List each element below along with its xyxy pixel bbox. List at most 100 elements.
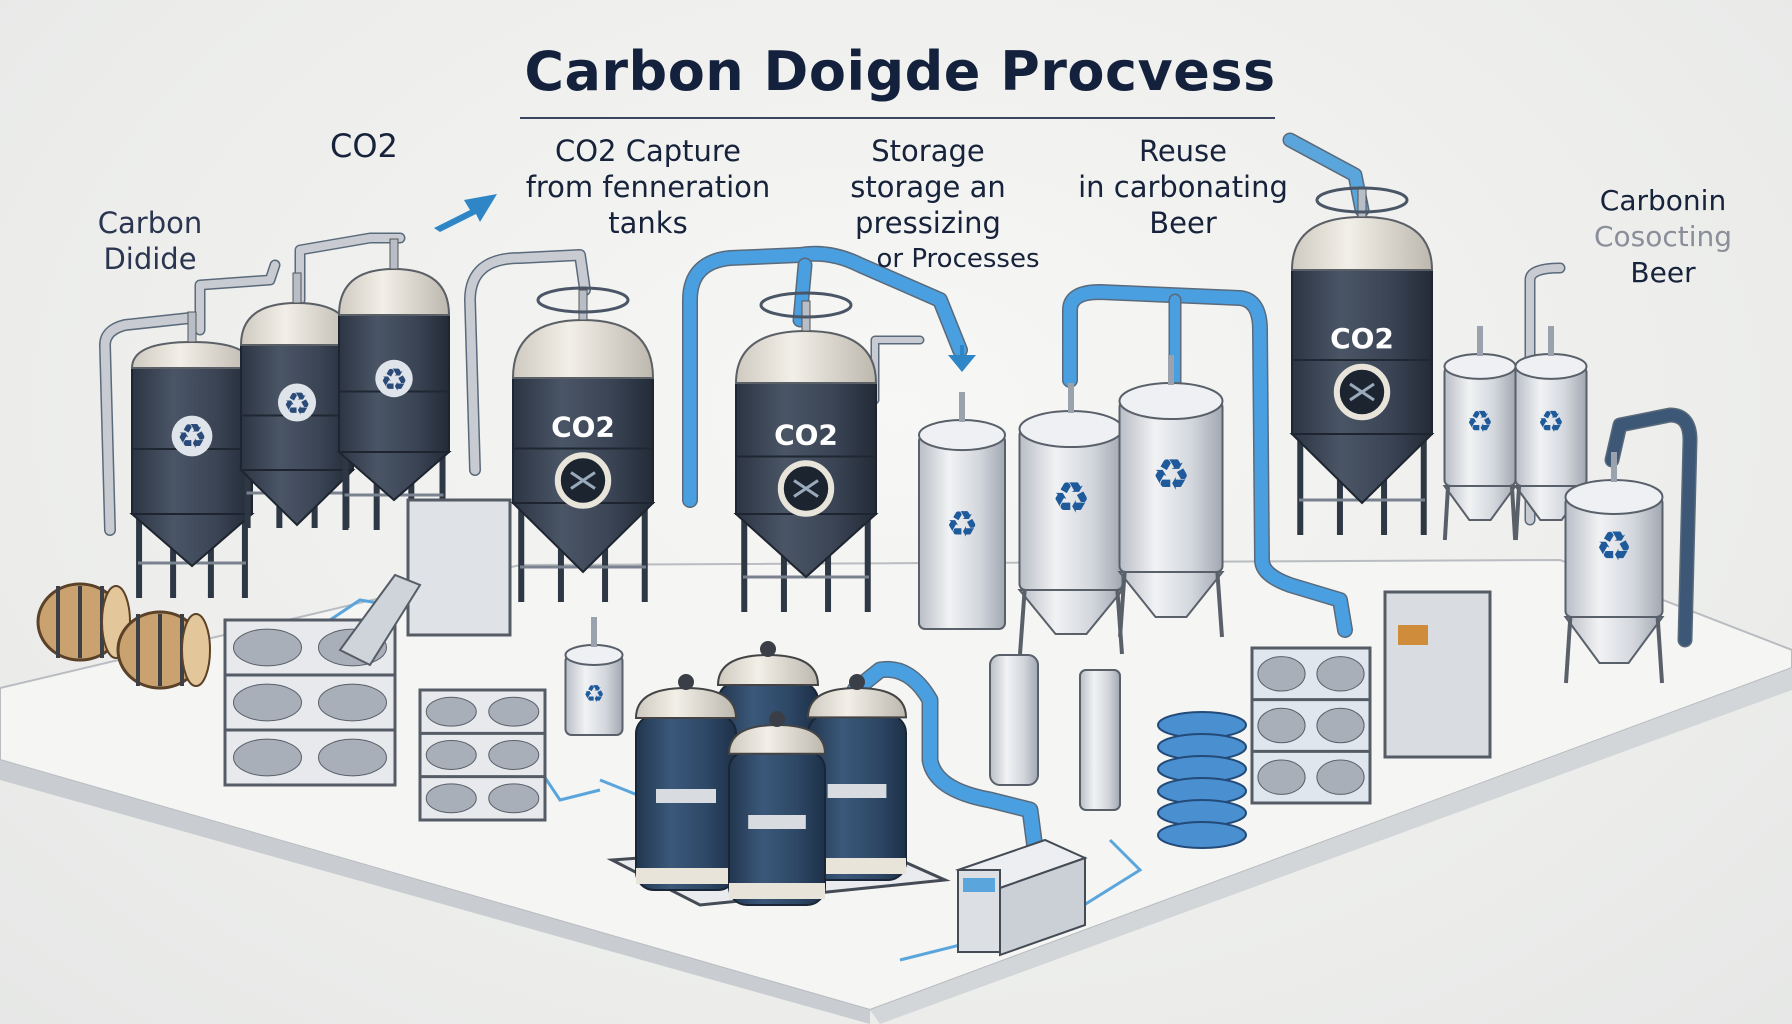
tank-dome [337, 267, 451, 316]
conveyor-ramp [338, 573, 422, 667]
diagram-title: Carbon Doigde Procvess [524, 40, 1276, 103]
recycle-icon: ♻ [1152, 451, 1191, 501]
tank-co2-label: CO2 [774, 419, 838, 452]
tank-leg [1513, 485, 1522, 541]
down-arrow-icon [948, 345, 976, 372]
gray-pipe [100, 313, 195, 535]
gray-pipe-outline [870, 335, 925, 405]
tank-dome [511, 318, 655, 379]
barrel-end [181, 613, 211, 687]
floor-edge [870, 668, 1792, 1024]
machine-display [1398, 625, 1428, 645]
tank-leg [1215, 571, 1224, 638]
storage-plate [656, 789, 716, 803]
title-divider [520, 117, 1275, 119]
crate-rack [418, 688, 547, 822]
storage-valve [769, 711, 785, 727]
tank-cone [129, 513, 255, 568]
blue-reuse-pipe [1063, 285, 1352, 637]
rack-item [488, 740, 540, 770]
label-line: in carbonating [1078, 170, 1288, 204]
catwalk-railing [1315, 186, 1409, 214]
fan-blades [1349, 382, 1375, 402]
tank-cone [1289, 433, 1435, 505]
recycle-badge [171, 415, 213, 457]
tank-cone [510, 502, 656, 574]
label-line: pressizing [855, 206, 1001, 240]
rack-item [318, 683, 387, 722]
label-line: from fenneration [525, 170, 771, 204]
label-carbon-didide: Carbon Didide [60, 205, 240, 277]
tank-leg [1563, 616, 1573, 684]
tank-valve [1548, 326, 1554, 356]
tank-leg [1118, 571, 1127, 638]
fan-blades [793, 479, 819, 498]
rack-item [1316, 759, 1365, 795]
tank-leg [1442, 485, 1451, 541]
blue-co2-pipe [683, 247, 967, 507]
recycle-icon: ♻ [1538, 405, 1565, 440]
recycle-icon: ♻ [283, 387, 311, 423]
tank-cone [336, 451, 452, 502]
rack-item [1257, 707, 1306, 744]
blue-coil-stack [1157, 711, 1247, 849]
coil-ring [1157, 821, 1247, 849]
tank-top [1118, 382, 1224, 421]
fan-blades [570, 471, 596, 490]
recycle-icon: ♻ [1467, 405, 1494, 440]
rack-item [488, 783, 540, 814]
tank-top [918, 419, 1006, 452]
fermenter-tank-co2-3 [1289, 186, 1435, 535]
rack-item [233, 738, 302, 777]
rack-item [1257, 759, 1306, 795]
tank-dome [734, 329, 878, 384]
label-co2: CO2 [330, 127, 398, 165]
recycle-icon: ♻ [380, 363, 408, 399]
co2-arrow-icon [434, 194, 497, 232]
tank-valve [292, 272, 302, 304]
storage-band [808, 858, 906, 874]
tank-valve [1068, 383, 1074, 413]
recycle-icon: ♻ [1052, 474, 1091, 524]
gray-pipe [196, 261, 279, 334]
chiller-cage [1250, 646, 1372, 805]
recycle-icon: ♻ [946, 505, 978, 546]
tank-top [1514, 353, 1588, 380]
tank-top [1564, 479, 1664, 515]
label-line: Cosocting [1593, 220, 1733, 253]
tank-valve [591, 617, 597, 647]
storage-plate [748, 815, 806, 829]
recycle-icon: ♻ [583, 680, 605, 708]
recycle-tank-3: ♻ [1442, 326, 1518, 541]
tank-dome [130, 340, 254, 369]
fermenter-tank-1: ♻ [129, 311, 255, 598]
tank-body [512, 377, 654, 504]
recycle-tank-1: ♻ [1017, 383, 1125, 655]
catwalk-railing [759, 291, 853, 319]
label-line: Reuse [1138, 134, 1228, 168]
tank-top [1018, 410, 1124, 449]
dark-return-pipe [1606, 409, 1696, 646]
label-line: Carbonin [1599, 184, 1727, 217]
label-line: Beer [1149, 206, 1217, 240]
tank-cone [1442, 485, 1518, 521]
rack-item [233, 683, 302, 722]
valve-assembly [1079, 669, 1121, 811]
rack-item [1316, 656, 1365, 692]
gray-pipe [1526, 264, 1564, 524]
fermenter-tank-co2-2 [733, 300, 879, 612]
label-line: CO2 Capture [554, 134, 742, 168]
tank-co2-label: CO2 [551, 411, 615, 444]
recycle-badge [375, 359, 413, 398]
label-line: Carbon [97, 206, 203, 240]
recycle-tank-2: ♻ [1117, 355, 1225, 638]
co2-storage-tank-left [634, 674, 738, 891]
tank-valve [389, 238, 399, 270]
fermenter-tank-co2-1 [510, 289, 656, 602]
gas-analyzer [989, 654, 1039, 786]
rack-item [1257, 656, 1306, 692]
tank-co2-label: CO2 [1330, 322, 1394, 355]
rack-item [233, 628, 302, 667]
floor-edge [0, 760, 870, 1024]
